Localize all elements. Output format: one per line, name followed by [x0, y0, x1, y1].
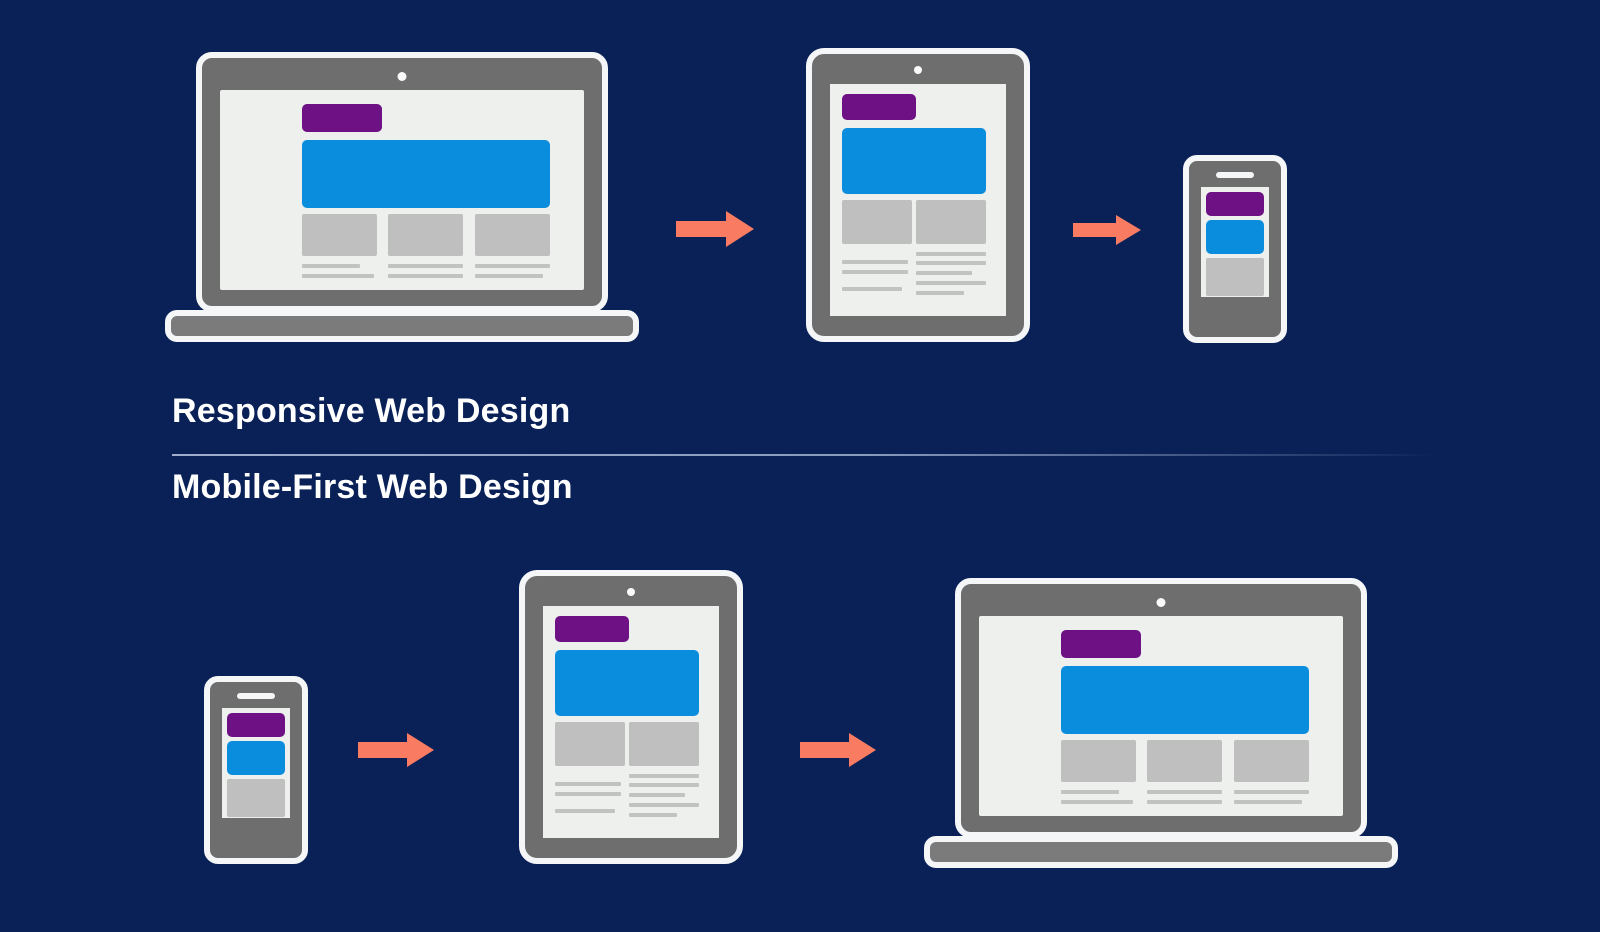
tablet-text-line: [842, 260, 908, 264]
laptop-lid: [955, 578, 1367, 838]
phone-logo-bar: [227, 713, 285, 737]
tablet-text-line: [629, 813, 677, 817]
arrow-phone-to-tablet: [358, 732, 434, 768]
laptop-base: [165, 310, 639, 342]
arrow-right-icon: [800, 733, 876, 767]
phone-device-mobilefirst: [204, 676, 308, 864]
arrow-laptop-to-tablet: [676, 210, 754, 248]
tablet-hero-banner: [555, 650, 699, 716]
tablet-card-2: [916, 200, 986, 244]
laptop-text-line: [388, 264, 463, 268]
laptop-lid: [196, 52, 608, 312]
tablet-text-line: [629, 783, 699, 787]
tablet-hero-banner: [842, 128, 986, 194]
laptop-text-line: [1061, 790, 1119, 794]
laptop-logo-bar: [1061, 630, 1141, 658]
laptop-text-line: [1234, 790, 1309, 794]
arrow-tablet-to-laptop: [800, 732, 876, 768]
laptop-hero-banner: [302, 140, 550, 208]
tablet-body: [806, 48, 1030, 342]
tablet-card-2: [629, 722, 699, 766]
tablet-device-responsive: [806, 48, 1030, 342]
laptop-card-3: [475, 214, 550, 256]
phone-body: [204, 676, 308, 864]
laptop-card-1: [302, 214, 377, 256]
phone-device-responsive: [1183, 155, 1287, 343]
laptop-logo-bar: [302, 104, 382, 132]
laptop-text-line: [388, 274, 463, 278]
tablet-logo-bar: [555, 616, 629, 642]
tablet-camera-icon: [627, 588, 635, 596]
tablet-text-line: [842, 270, 908, 274]
tablet-card-1: [555, 722, 625, 766]
laptop-text-line: [302, 274, 374, 278]
phone-speaker-icon: [237, 693, 275, 699]
tablet-text-line: [916, 252, 986, 256]
laptop-card-3: [1234, 740, 1309, 782]
phone-hero-banner: [227, 741, 285, 775]
laptop-screen: [220, 90, 584, 290]
tablet-text-line: [916, 291, 964, 295]
laptop-text-line: [1147, 800, 1222, 804]
phone-logo-bar: [1206, 192, 1264, 216]
tablet-text-line: [629, 803, 699, 807]
label-responsive-web-design: Responsive Web Design: [172, 392, 571, 430]
laptop-card-1: [1061, 740, 1136, 782]
phone-body: [1183, 155, 1287, 343]
tablet-text-line: [555, 792, 621, 796]
tablet-text-line: [629, 774, 699, 778]
tablet-screen: [543, 606, 719, 838]
phone-card-1: [227, 779, 285, 817]
phone-card-1: [1206, 258, 1264, 296]
tablet-text-line: [555, 782, 621, 786]
tablet-device-mobilefirst: [519, 570, 743, 864]
laptop-camera-icon: [397, 72, 407, 81]
laptop-camera-icon: [1156, 598, 1166, 607]
tablet-text-line: [555, 809, 615, 813]
tablet-body: [519, 570, 743, 864]
laptop-card-2: [388, 214, 463, 256]
tablet-text-line: [629, 793, 685, 797]
phone-hero-banner: [1206, 220, 1264, 254]
laptop-text-line: [302, 264, 360, 268]
laptop-device-mobilefirst: [924, 578, 1398, 868]
section-divider: [172, 454, 1434, 456]
laptop-device-responsive: [165, 52, 639, 342]
phone-screen: [1201, 187, 1269, 297]
phone-speaker-icon: [1216, 172, 1254, 178]
laptop-hero-banner: [1061, 666, 1309, 734]
tablet-card-1: [842, 200, 912, 244]
laptop-text-line: [1147, 790, 1222, 794]
arrow-right-icon: [676, 211, 754, 247]
tablet-text-line: [916, 281, 986, 285]
laptop-card-2: [1147, 740, 1222, 782]
laptop-text-line: [1061, 800, 1133, 804]
arrow-tablet-to-phone: [1073, 214, 1141, 246]
laptop-text-line: [1234, 800, 1302, 804]
laptop-screen: [979, 616, 1343, 816]
tablet-logo-bar: [842, 94, 916, 120]
tablet-text-line: [916, 271, 972, 275]
label-mobile-first-web-design: Mobile-First Web Design: [172, 468, 573, 506]
tablet-screen: [830, 84, 1006, 316]
laptop-text-line: [475, 274, 543, 278]
laptop-base: [924, 836, 1398, 868]
arrow-right-icon: [358, 733, 434, 767]
arrow-right-icon: [1073, 215, 1141, 245]
phone-screen: [222, 708, 290, 818]
tablet-camera-icon: [914, 66, 922, 74]
laptop-text-line: [475, 264, 550, 268]
tablet-text-line: [842, 287, 902, 291]
tablet-text-line: [916, 261, 986, 265]
